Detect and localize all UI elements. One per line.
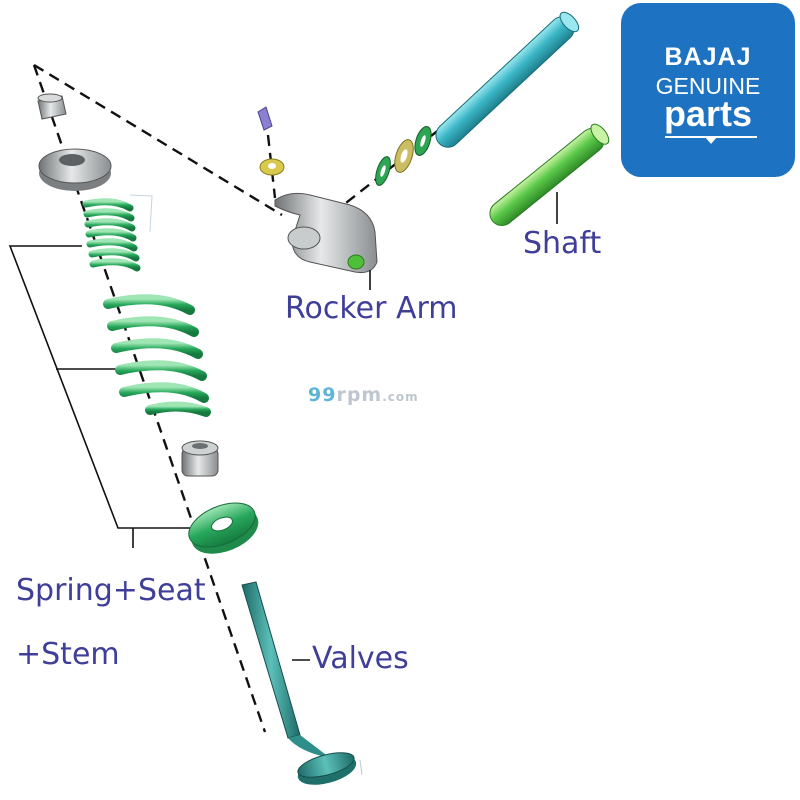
rocker-shaft-washers [375,126,432,186]
watermark-word: rpm [336,384,383,406]
valve [241,581,357,785]
rocker-axis-line [33,63,283,217]
spring-retainer [38,148,112,191]
frame-tick [129,194,153,233]
rocker-pin-washer [259,158,285,176]
valve-stem-seal [181,440,219,477]
outer-spring [103,294,211,417]
valve-keeper-top [37,93,67,120]
spring-seat-stem-label: Spring+Seat +Stem [16,559,206,687]
shaft-label: Shaft [523,226,602,261]
watermark-suffix: .com [382,390,419,404]
watermark-digits: 99 [308,384,337,406]
logo-parts-text: parts [663,93,753,134]
rocker-shaft-teal [435,11,580,148]
spring-seat-label-line2: +Stem [16,637,120,672]
rocker-adjust-pin [257,106,273,131]
valves-label: Valves [312,641,409,676]
rocker-arm-label: Rocker Arm [285,291,458,326]
pin-axis-line [266,134,277,199]
logo-genuine-text: GENUINE [655,73,761,99]
shaft-green [489,123,610,227]
spring-seat-label-line1: Spring+Seat [16,573,206,608]
logo-brand-text: BAJAJ [664,43,752,71]
inner-spring [82,198,141,272]
bajaj-genuine-parts-logo: BAJAJ GENUINE parts [621,3,795,177]
site-watermark: 99rpm.com [308,384,419,406]
rocker-arm [274,192,378,273]
spring-group-bracket [8,245,205,548]
logo-swoosh-icon [665,136,757,144]
spring-seat-washer [188,502,259,554]
frame-tick [359,759,363,776]
